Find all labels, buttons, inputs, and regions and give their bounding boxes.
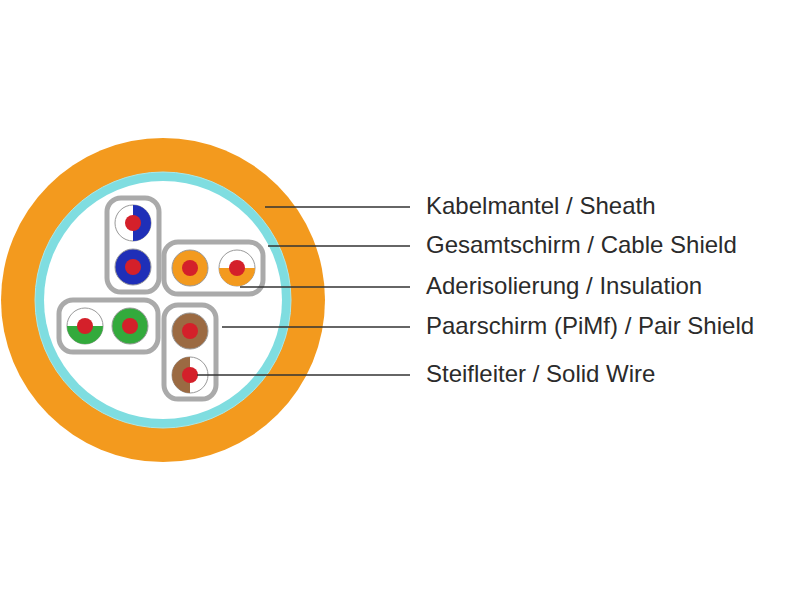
pair-shield [164, 242, 263, 294]
solid-wire-label: Steifleiter / Solid Wire [426, 360, 655, 388]
sheath [1, 138, 325, 462]
cable-shield-label: Gesamtschirm / Cable Shield [426, 231, 737, 259]
insulation-label: Aderisolierung / Insulation [426, 272, 702, 300]
core-space [44, 181, 282, 419]
wire-pair [172, 313, 208, 393]
wire-pair [172, 250, 255, 286]
cable-shield [35, 172, 291, 428]
wire-pair [115, 205, 151, 285]
sheath-label: Kabelmantel / Sheath [426, 192, 656, 220]
pair-shield [59, 300, 158, 352]
leader-lines [197, 207, 410, 375]
pair-shield [164, 305, 216, 399]
pair-shield-label: Paarschirm (PiMf) / Pair Shield [426, 312, 754, 340]
pair-shield [107, 198, 159, 292]
wire-pair [67, 308, 148, 344]
